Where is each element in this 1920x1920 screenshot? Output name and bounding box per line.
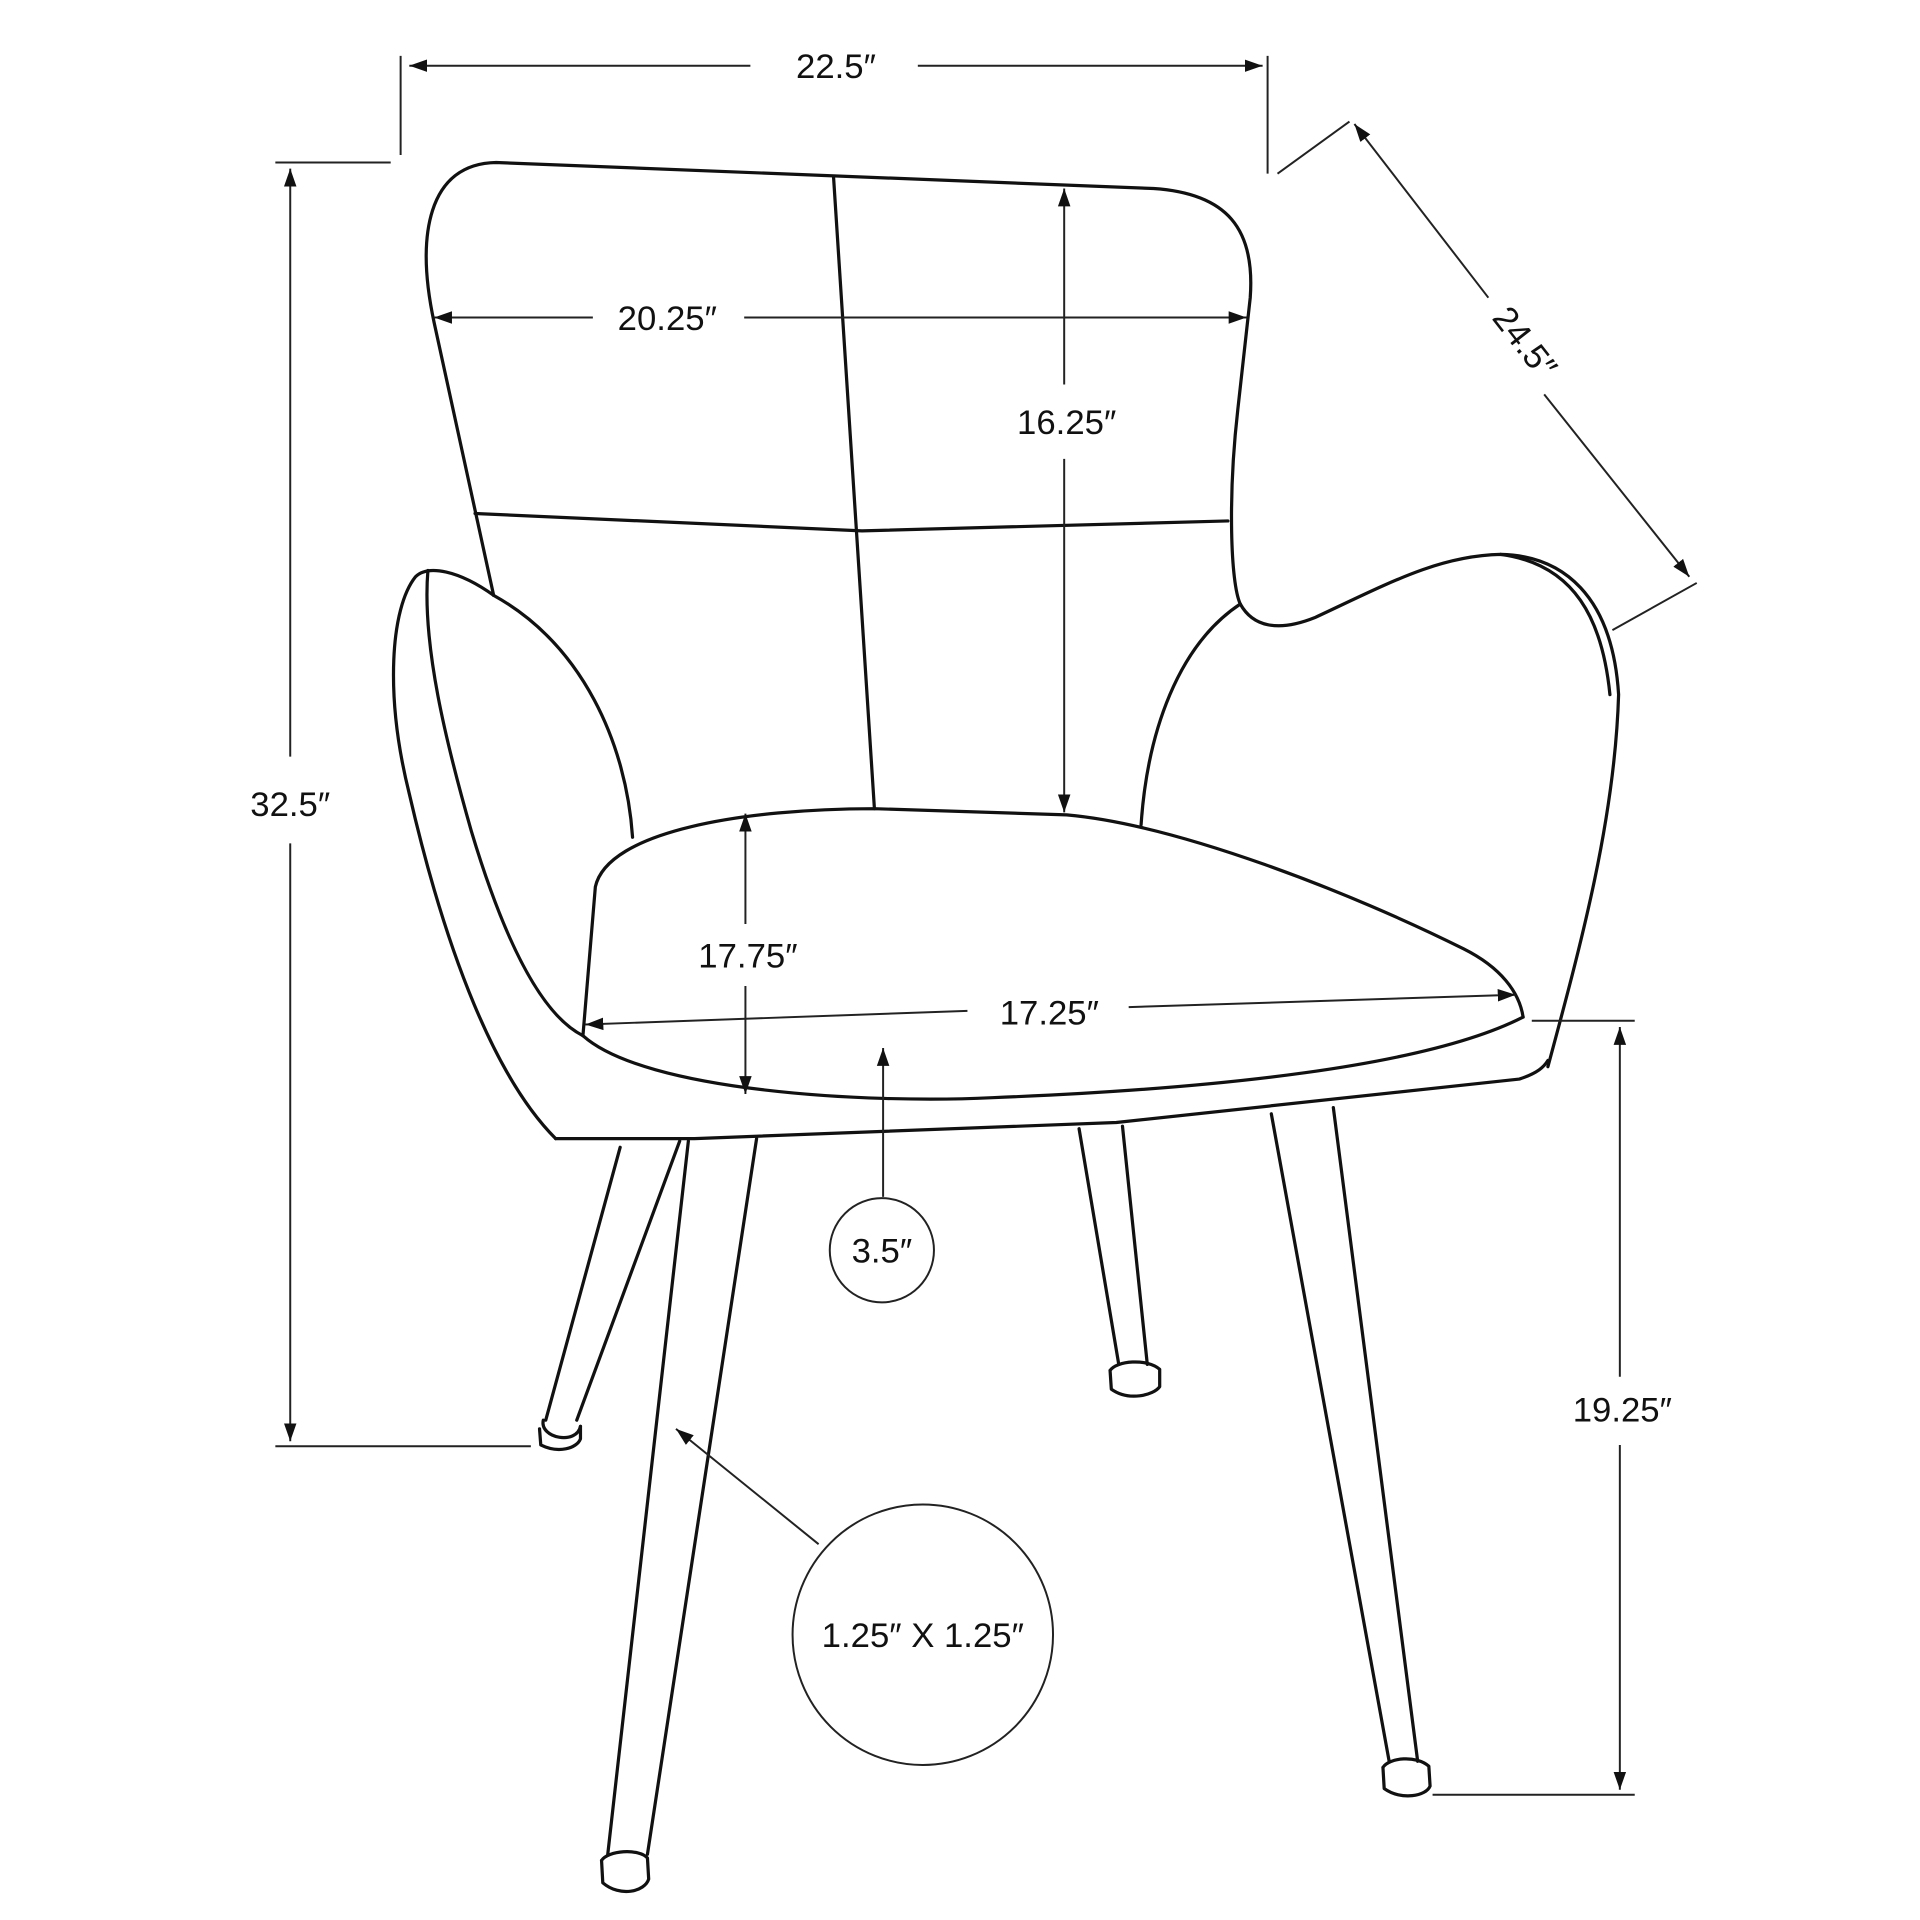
overall-height-label: 32.5″ (250, 786, 330, 824)
overall-width-label: 22.5″ (796, 48, 876, 86)
seat-height-label: 17.75″ (698, 937, 797, 975)
chair-outline (391, 160, 1621, 1894)
back-height-label: 16.25″ (1017, 404, 1116, 442)
dimension-labels: 22.5″ 24.5″ 32.5″ 20.25″ 16.25″ 17.75″ 1… (250, 48, 1672, 1655)
leg-size-label: 1.25″ X 1.25″ (822, 1617, 1024, 1655)
back-width-label: 20.25″ (618, 300, 717, 338)
seat-to-floor-label: 19.25″ (1573, 1391, 1672, 1429)
dimension-lines (275, 55, 1698, 1796)
seat-width-label: 17.25″ (1000, 994, 1099, 1032)
overall-depth-label: 24.5″ (1485, 300, 1564, 386)
seat-thickness-label: 3.5″ (852, 1233, 913, 1271)
